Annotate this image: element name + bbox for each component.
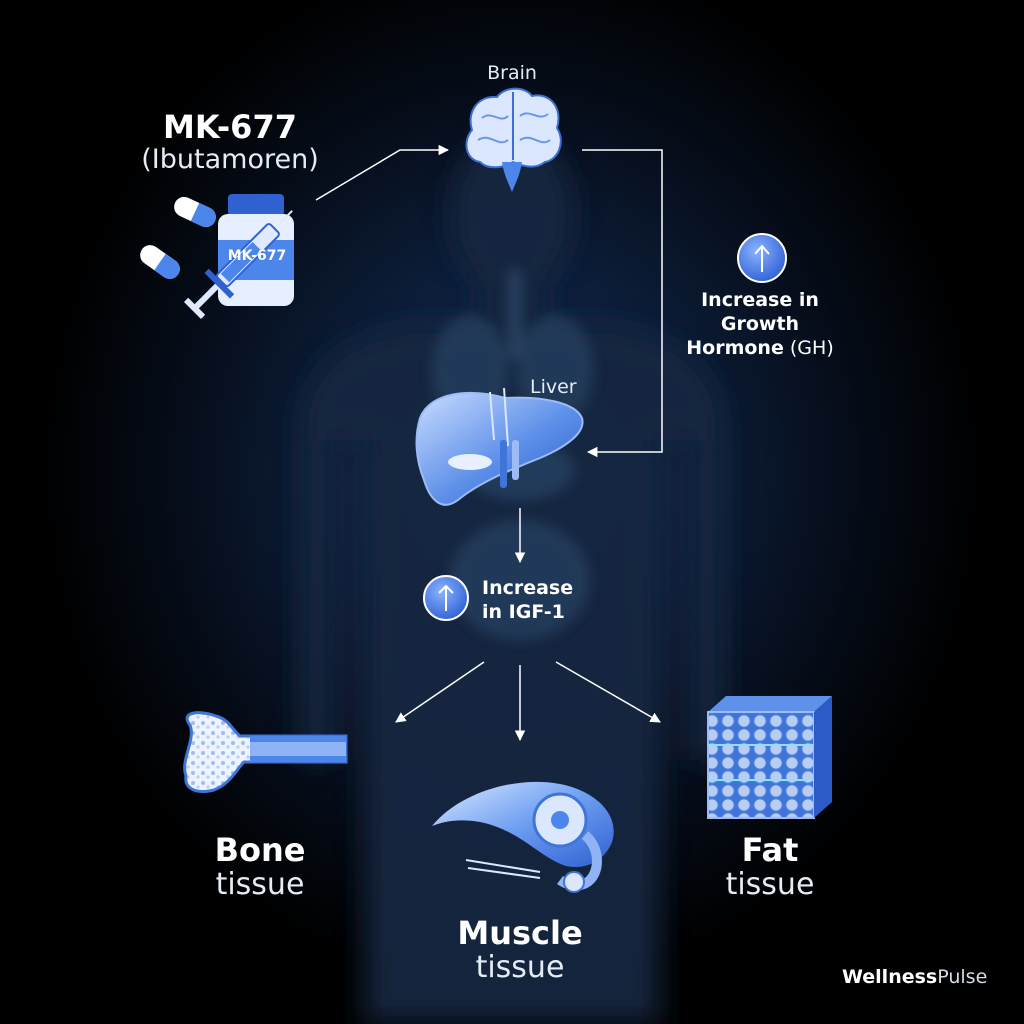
gh-line-3: Hormone bbox=[686, 337, 784, 359]
brand-logo: WellnessPulse bbox=[842, 966, 987, 988]
muscle-icon bbox=[432, 781, 614, 893]
gh-line-2: Growth bbox=[720, 313, 800, 335]
bottle-label: MK-677 bbox=[227, 248, 287, 264]
brain-icon bbox=[465, 87, 562, 192]
liver-icon bbox=[415, 387, 584, 506]
brand-bold: Wellness bbox=[842, 966, 938, 988]
fat-tissue-label: Fat tissue bbox=[670, 832, 870, 902]
arrow-drug-to-brain bbox=[315, 144, 450, 201]
drug-name: MK-677 bbox=[163, 108, 297, 146]
igf-line-2: in IGF-1 bbox=[482, 601, 565, 623]
muscle-name: Muscle bbox=[457, 914, 583, 952]
gh-abbr: (GH) bbox=[789, 337, 834, 359]
body-silhouette bbox=[300, 133, 724, 1024]
gh-effect-label: Increase in Growth Hormone (GH) bbox=[660, 288, 860, 360]
fat-type: tissue bbox=[725, 867, 815, 902]
syringe-icon bbox=[183, 210, 293, 320]
arrow-to-bone bbox=[395, 661, 485, 723]
bone-icon bbox=[183, 711, 348, 793]
bone-type: tissue bbox=[215, 867, 305, 902]
brain-label: Brain bbox=[487, 62, 537, 84]
drug-alt-name: (Ibutamoren) bbox=[141, 144, 319, 175]
arrow-brain-to-liver bbox=[582, 149, 663, 458]
increase-arrow-icon-gh bbox=[737, 233, 787, 283]
igf-line-1: Increase bbox=[482, 577, 574, 599]
gh-line-1: Increase in bbox=[701, 289, 819, 311]
liver-label: Liver bbox=[530, 376, 577, 398]
bone-tissue-label: Bone tissue bbox=[160, 832, 360, 902]
fat-tissue-icon bbox=[707, 696, 832, 819]
muscle-type: tissue bbox=[475, 950, 565, 985]
igf-effect-label: Increase in IGF-1 bbox=[482, 576, 573, 624]
arrow-to-fat bbox=[555, 661, 661, 723]
increase-arrow-icon-igf bbox=[423, 575, 469, 621]
muscle-tissue-label: Muscle tissue bbox=[420, 915, 620, 985]
bone-name: Bone bbox=[214, 831, 306, 869]
pill-icon-1 bbox=[174, 196, 216, 228]
brand-light: Pulse bbox=[937, 966, 988, 988]
fat-name: Fat bbox=[741, 831, 799, 869]
pill-icon-2 bbox=[140, 245, 180, 279]
